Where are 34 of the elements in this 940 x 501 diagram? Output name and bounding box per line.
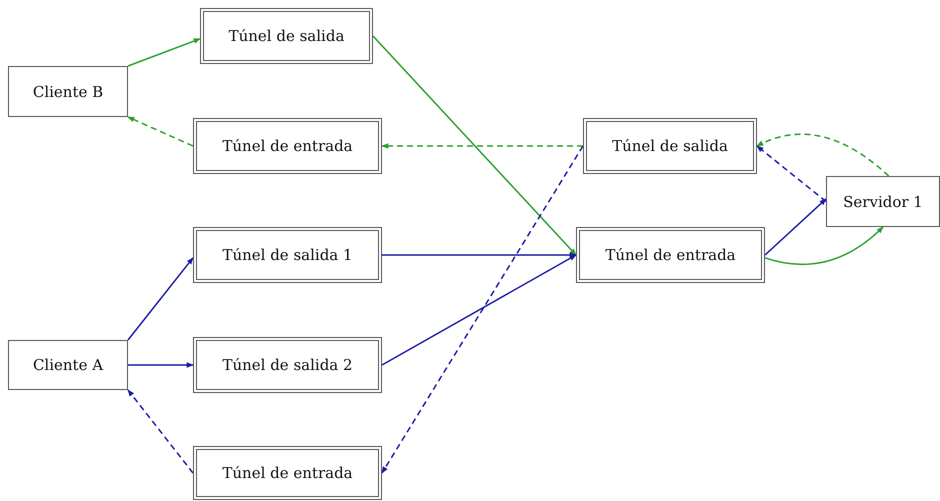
tunnel-box — [193, 118, 382, 174]
tunnel-box — [576, 227, 765, 283]
arrow — [127, 389, 194, 474]
node-label: Túnel de entrada — [222, 464, 353, 482]
tunnel-box — [193, 446, 382, 500]
host-box — [8, 66, 128, 117]
arrow — [764, 226, 884, 265]
tunnel-box — [193, 227, 382, 283]
arrow — [381, 146, 584, 474]
arrow — [127, 116, 194, 147]
arrow — [756, 134, 890, 177]
node-label: Túnel de salida — [228, 27, 344, 45]
arrow — [127, 257, 194, 340]
tunnel-box — [200, 8, 373, 64]
node-label: Túnel de salida — [612, 137, 728, 155]
node-label: Túnel de salida 2 — [222, 356, 353, 374]
host-box — [8, 340, 128, 390]
node-label: Túnel de entrada — [222, 137, 353, 155]
host-box — [826, 176, 940, 227]
arrow — [382, 252, 577, 258]
node-label: Cliente B — [32, 82, 104, 100]
arrow — [381, 143, 583, 149]
arrow — [128, 38, 201, 67]
node-label: Túnel de salida 1 — [222, 246, 353, 264]
arrow — [756, 145, 826, 202]
node-label: Cliente A — [32, 356, 104, 374]
arrow — [128, 362, 194, 368]
tunnel-box — [583, 118, 757, 174]
arrow — [764, 198, 827, 256]
arrow — [382, 254, 577, 366]
node-label: Servidor 1 — [843, 192, 923, 210]
tunnel-box — [193, 337, 382, 393]
node-label: Túnel de entrada — [605, 246, 736, 264]
arrow — [372, 36, 577, 256]
